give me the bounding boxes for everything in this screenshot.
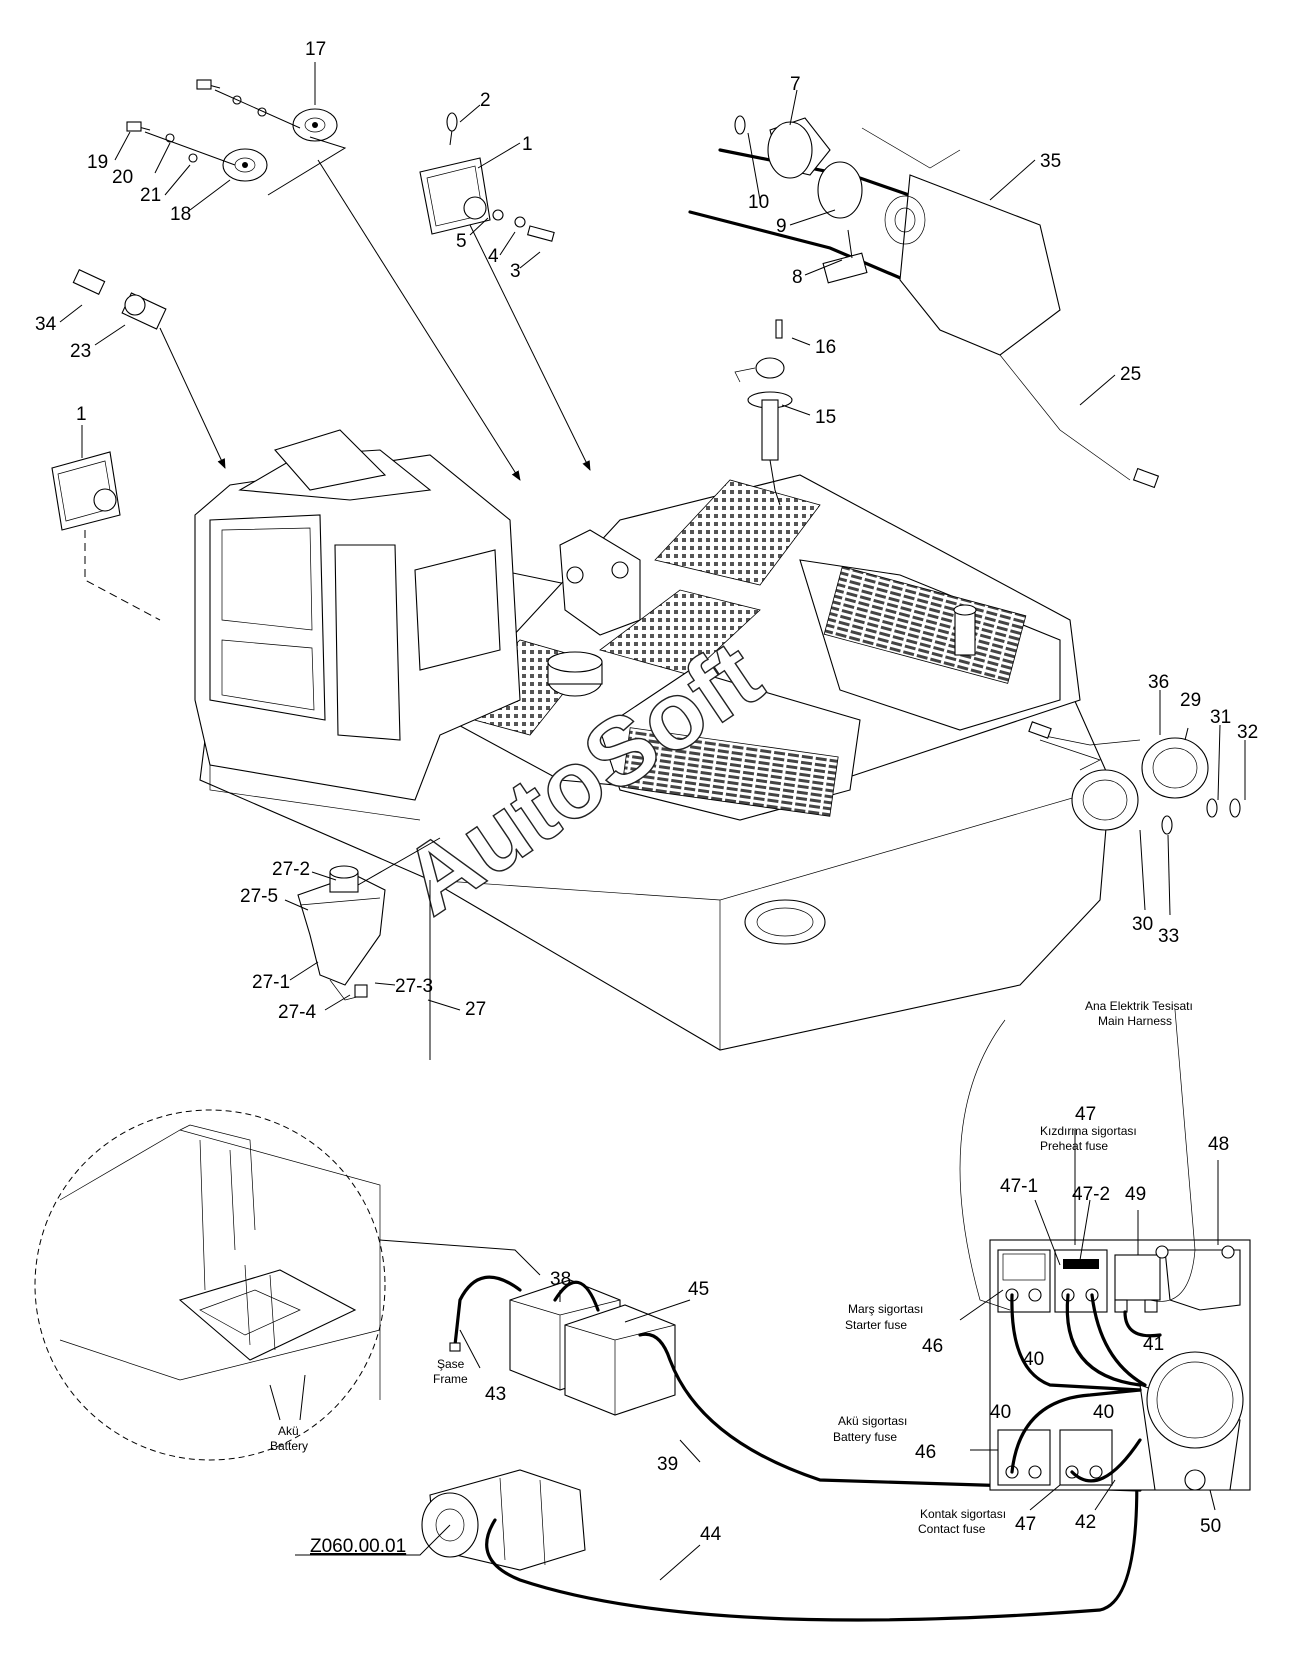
main-harness-label-tr: Ana Elektrik Tesisatı: [1085, 999, 1193, 1013]
callout-17: 17: [305, 39, 326, 60]
callout-40-a: 40: [1023, 1349, 1044, 1370]
callout-1-upper: 1: [522, 134, 533, 155]
callout-5: 5: [456, 231, 467, 252]
callout-1-left: 1: [76, 404, 87, 425]
callout-33: 33: [1158, 926, 1179, 947]
callout-21: 21: [140, 185, 161, 206]
callout-40-b: 40: [990, 1402, 1011, 1423]
callout-30: 30: [1132, 914, 1153, 935]
callout-45: 45: [688, 1279, 709, 1300]
callout-27-4: 27-4: [278, 1002, 316, 1023]
starter-fuse-label-en: Starter fuse: [845, 1318, 907, 1332]
callout-2: 2: [480, 90, 491, 111]
callout-29: 29: [1180, 690, 1201, 711]
leader-lines: [59, 62, 1246, 1581]
battery-fuse-label-en: Battery fuse: [833, 1430, 897, 1444]
work-light-left: [51, 451, 161, 621]
level-sensor: [734, 319, 793, 506]
excavator-upper-structure: [194, 429, 1111, 1051]
preheat-fuse-label-tr: Kızdırma sigortası: [1040, 1124, 1137, 1138]
callout-19: 19: [87, 152, 108, 173]
horn-assembly: [126, 79, 521, 481]
batteries: [449, 1275, 1153, 1492]
reference-code: Z060.00.01: [310, 1536, 406, 1557]
callout-32: 32: [1237, 722, 1258, 743]
battery-label-tr: Akü: [278, 1424, 299, 1438]
boom-light-assembly: [688, 115, 1160, 489]
callout-7: 7: [790, 74, 801, 95]
callout-47-1: 47-1: [1000, 1176, 1038, 1197]
main-harness-label-en: Main Harness: [1098, 1014, 1172, 1028]
callout-27: 27: [465, 999, 486, 1020]
callout-20: 20: [112, 167, 133, 188]
callout-43: 43: [485, 1384, 506, 1405]
callout-9: 9: [776, 216, 787, 237]
callout-41: 41: [1143, 1334, 1164, 1355]
callout-31: 31: [1210, 707, 1231, 728]
callout-42: 42: [1075, 1512, 1096, 1533]
fuse-panel: [959, 1009, 1251, 1491]
frame-label-en: Frame: [433, 1372, 468, 1386]
callout-49: 49: [1125, 1184, 1146, 1205]
battery-detail-view: [34, 1109, 541, 1461]
callout-38: 38: [550, 1269, 571, 1290]
battery-fuse-label-tr: Akü sigortası: [838, 1414, 907, 1428]
starter-fuse-label-tr: Marş sigortası: [848, 1302, 923, 1316]
callout-18: 18: [170, 204, 191, 225]
callout-10: 10: [748, 192, 769, 213]
rotary-switch: [72, 269, 226, 469]
callout-48: 48: [1208, 1134, 1229, 1155]
callout-36: 36: [1148, 672, 1169, 693]
callout-47-2: 47-2: [1072, 1184, 1110, 1205]
callout-46-upper: 46: [922, 1336, 943, 1357]
preheat-fuse-label-en: Preheat fuse: [1040, 1139, 1108, 1153]
callout-27-5: 27-5: [240, 886, 278, 907]
frame-label-tr: Şase: [437, 1357, 465, 1371]
callout-40-c: 40: [1093, 1402, 1114, 1423]
callout-35: 35: [1040, 151, 1061, 172]
callout-16: 16: [815, 337, 836, 358]
callout-3: 3: [510, 261, 521, 282]
callout-25: 25: [1120, 364, 1141, 385]
callout-numbers: 17 19 20 21 18 2 1 5 4 3 7 35 10 9 8 16 …: [35, 39, 1258, 1545]
work-light-upper: [419, 112, 591, 471]
contact-fuse-label-en: Contact fuse: [918, 1522, 986, 1536]
contact-fuse-label-tr: Kontak sigortası: [920, 1507, 1006, 1521]
callout-47-bottom: 47: [1015, 1514, 1036, 1535]
callout-23: 23: [70, 341, 91, 362]
battery-label-en: Battery: [270, 1439, 308, 1453]
callout-8: 8: [792, 267, 803, 288]
washer-tank: [297, 837, 461, 1060]
callout-27-1: 27-1: [252, 972, 290, 993]
rear-lamp-assembly: [1028, 721, 1241, 835]
callout-46-lower: 46: [915, 1442, 936, 1463]
callout-27-2: 27-2: [272, 859, 310, 880]
callout-15: 15: [815, 407, 836, 428]
callout-34: 34: [35, 314, 57, 335]
callout-47-top: 47: [1075, 1104, 1096, 1125]
callout-4: 4: [488, 246, 499, 267]
callout-50: 50: [1200, 1516, 1221, 1537]
callout-27-3: 27-3: [395, 976, 433, 997]
callout-39: 39: [657, 1454, 678, 1475]
text-labels: Ana Elektrik Tesisatı Main Harness Kızdı…: [270, 999, 1193, 1557]
callout-44: 44: [700, 1524, 722, 1545]
